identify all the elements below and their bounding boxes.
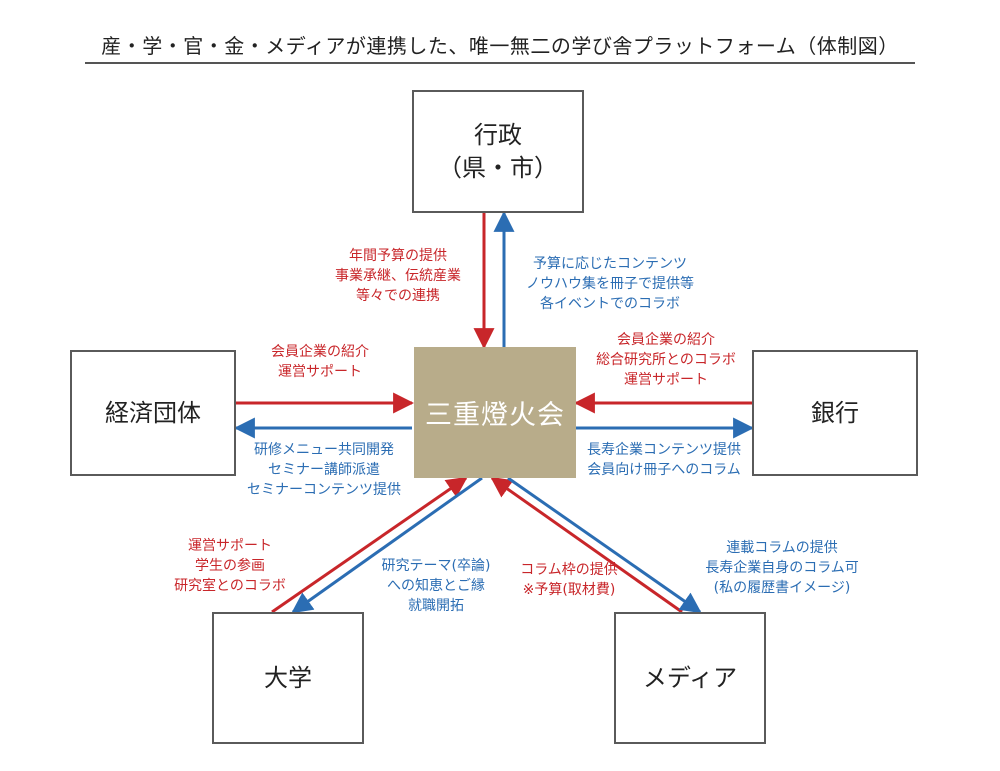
label-center-to-media: 連載コラムの提供 長寿企業自身のコラム可 (私の履歴書イメージ) [690,538,874,598]
node-university-name: 大学 [264,663,312,692]
label-center-to-univ: 研究テーマ(卒論) への知恵とご縁 就職開拓 [366,556,506,616]
label-line: 長寿企業自身のコラム可 [705,560,859,576]
label-univ-to-center: 運営サポート 学生の参画 研究室とのコラボ [160,536,300,596]
node-bank: 銀行 [752,350,918,476]
node-government-name: 行政 [474,121,522,150]
label-line: 研究テーマ(卒論) [381,558,491,574]
node-media: メディア [614,612,766,744]
arrow-center-to-media [507,476,702,614]
label-line: ノウハウ集を冊子で提供等 [526,276,694,292]
label-line: 運営サポート [188,538,272,554]
label-line: 運営サポート [624,372,708,388]
diagram-title: 産・学・官・金・メディアが連携した、唯一無二の学び舎プラットフォーム（体制図） [101,34,899,58]
label-line: 年間予算の提供 [349,248,447,264]
label-line: (私の履歴書イメージ) [713,580,851,596]
label-line: への知恵とご縁 [387,578,485,594]
label-gov-to-center: 年間予算の提供 事業承継、伝統産業 等々での連携 [318,246,478,306]
node-economic-groups: 経済団体 [70,350,236,476]
label-center-to-gov: 予算に応じたコンテンツ ノウハウ集を冊子で提供等 各イベントでのコラボ [514,254,706,314]
label-line: 研究室とのコラボ [174,578,286,594]
label-line: 各イベントでのコラボ [540,296,680,312]
label-econ-to-center: 会員企業の紹介 運営サポート [250,342,390,382]
node-government: 行政 （県・市） [412,90,584,213]
label-line: 事業承継、伝統産業 [335,268,461,284]
node-center-hub: 三重燈火会 [414,347,576,478]
label-line: 運営サポート [278,364,362,380]
label-line: 連載コラムの提供 [726,540,838,556]
node-economic-groups-name: 経済団体 [105,398,201,427]
label-center-to-bank: 長寿企業コンテンツ提供 会員向け冊子へのコラム [578,440,750,480]
node-government-scope: （県・市） [438,153,558,182]
label-line: 会員向け冊子へのコラム [587,462,741,478]
label-line: 等々での連携 [356,288,440,304]
node-center-hub-name: 三重燈火会 [425,400,565,431]
node-university: 大学 [212,612,364,744]
node-media-name: メディア [642,663,738,692]
label-line: 研修メニュー共同開発 [254,442,394,458]
label-line: 総合研究所とのコラボ [596,352,736,368]
label-line: 会員企業の紹介 [617,332,715,348]
label-line: 会員企業の紹介 [271,344,369,360]
label-line: 長寿企業コンテンツ提供 [587,442,741,458]
arrow-media-to-center [490,476,683,614]
node-bank-name: 銀行 [811,398,859,427]
label-line: コラム枠の提供 [520,562,618,578]
label-line: セミナー講師派遣 [268,462,380,478]
title-underline [85,62,915,64]
label-center-to-econ: 研修メニュー共同開発 セミナー講師派遣 セミナーコンテンツ提供 [240,440,408,500]
label-line: 就職開拓 [408,598,464,614]
arrow-univ-to-center [271,476,468,614]
label-line: 予算に応じたコンテンツ [533,256,687,272]
label-media-to-center: コラム枠の提供 ※予算(取材費) [504,560,634,600]
arrow-center-to-univ [291,476,483,614]
label-line: 学生の参画 [195,558,265,574]
label-line: セミナーコンテンツ提供 [247,482,401,498]
label-line: ※予算(取材費) [522,582,616,598]
label-bank-to-center: 会員企業の紹介 総合研究所とのコラボ 運営サポート [586,330,746,390]
